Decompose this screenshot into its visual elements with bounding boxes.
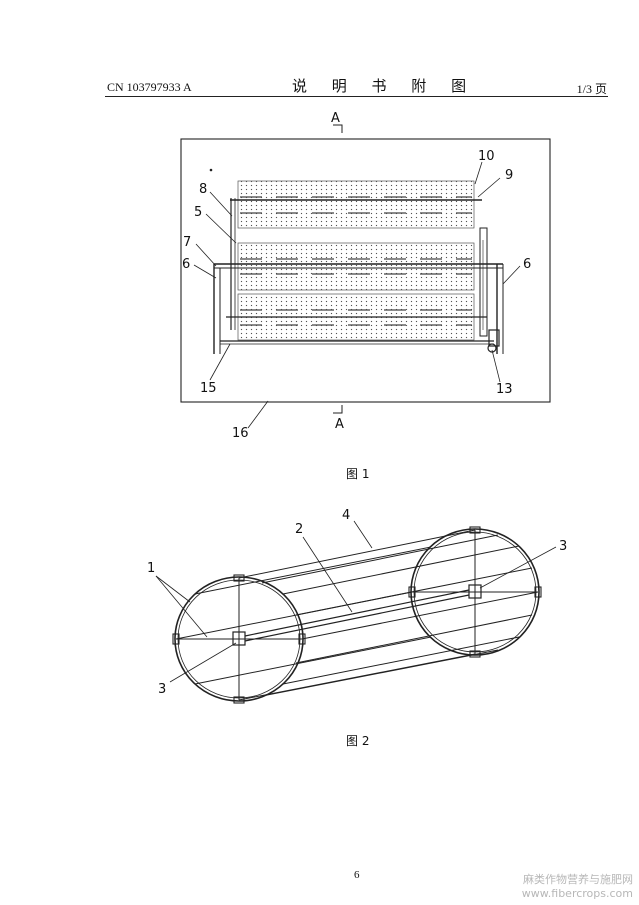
ref-label-13: 13 bbox=[496, 382, 513, 397]
screen-row-1 bbox=[237, 180, 475, 229]
section-mark-top: A bbox=[331, 111, 340, 126]
ref-label-16: 16 bbox=[232, 426, 249, 441]
ref-label-8: 8 bbox=[199, 182, 207, 197]
ref-label-6-right: 6 bbox=[523, 257, 531, 272]
ref-label-1: 1 bbox=[147, 561, 155, 576]
watermark: 麻类作物营养与施肥网 www.fibercrops.com bbox=[522, 873, 633, 901]
ref-label-10: 10 bbox=[478, 149, 495, 164]
figure1-frame bbox=[180, 138, 551, 403]
ref-label-15: 15 bbox=[200, 381, 217, 396]
figure-1 bbox=[180, 124, 551, 429]
ref-label-6-left: 6 bbox=[182, 257, 190, 272]
ref-label-4: 4 bbox=[342, 508, 350, 523]
ref-label-2: 2 bbox=[295, 522, 303, 537]
figure-2 bbox=[155, 520, 557, 704]
screen-row-2 bbox=[237, 242, 475, 291]
ref-label-9: 9 bbox=[505, 168, 513, 183]
ref-label-3-left: 3 bbox=[158, 682, 166, 697]
section-title: 说 明 书 附 图 bbox=[292, 77, 477, 95]
section-mark-bottom: A bbox=[335, 417, 344, 432]
page-indicator: 1/3 页 bbox=[576, 82, 607, 96]
page-number: 6 bbox=[354, 869, 360, 881]
header-rule bbox=[105, 96, 608, 97]
watermark-line-2: www.fibercrops.com bbox=[521, 887, 633, 900]
ref-label-5: 5 bbox=[194, 205, 202, 220]
watermark-line-1: 麻类作物营养与施肥网 bbox=[523, 873, 633, 886]
figure-1-caption: 图 1 bbox=[346, 467, 370, 481]
ref-label-3-right: 3 bbox=[559, 539, 567, 554]
ref-label-7: 7 bbox=[183, 235, 191, 250]
figure-2-caption: 图 2 bbox=[346, 734, 370, 748]
patent-number: CN 103797933 A bbox=[107, 80, 192, 94]
